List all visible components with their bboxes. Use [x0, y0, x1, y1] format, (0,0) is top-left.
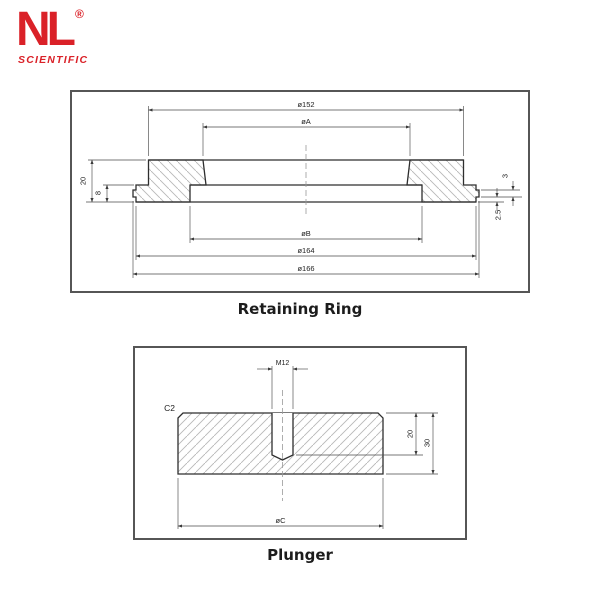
retaining-ring-title: Retaining Ring	[237, 300, 363, 318]
ring-left-cut-section	[132, 159, 207, 203]
dim-label-dC: øC	[276, 516, 287, 525]
dim-label-d166: ø166	[297, 264, 314, 273]
registered-trademark-icon: ®	[74, 7, 84, 21]
ring-dimension-lines	[90, 108, 515, 276]
dim-label-m12: M12	[276, 360, 290, 367]
dim-label-d164: ø164	[297, 246, 314, 255]
dim-label-height-30: 30	[423, 439, 432, 447]
ring-right-cut-section	[406, 159, 480, 203]
dim-label-height-3: 3	[501, 174, 510, 178]
logo-tagline: SCIENTIFIC	[18, 54, 89, 66]
retaining-ring-drawing: ø152 øA øB ø164 ø166 20 8 3 2.5	[79, 100, 522, 278]
nl-scientific-logo: NL ® SCIENTIFIC	[16, 3, 89, 67]
dim-label-height-2-5: 2.5	[494, 210, 503, 220]
plunger-dimension-lines	[177, 367, 435, 528]
dim-label-height-8: 8	[94, 191, 103, 195]
dim-label-height-20: 20	[79, 177, 88, 185]
dim-label-depth-20: 20	[406, 430, 415, 438]
plunger-extension-lines	[177, 366, 438, 529]
dim-label-dA: øA	[301, 117, 311, 126]
plunger-drawing: M12 C2 20 30 øC	[164, 360, 438, 529]
logo-brand-text: NL	[16, 3, 76, 56]
plunger-title: Plunger	[267, 546, 333, 564]
dim-label-d152: ø152	[297, 100, 314, 109]
dim-label-chamfer-c2: C2	[164, 403, 175, 413]
plunger-hole-outline	[271, 413, 294, 461]
dim-label-dB: øB	[301, 229, 311, 238]
